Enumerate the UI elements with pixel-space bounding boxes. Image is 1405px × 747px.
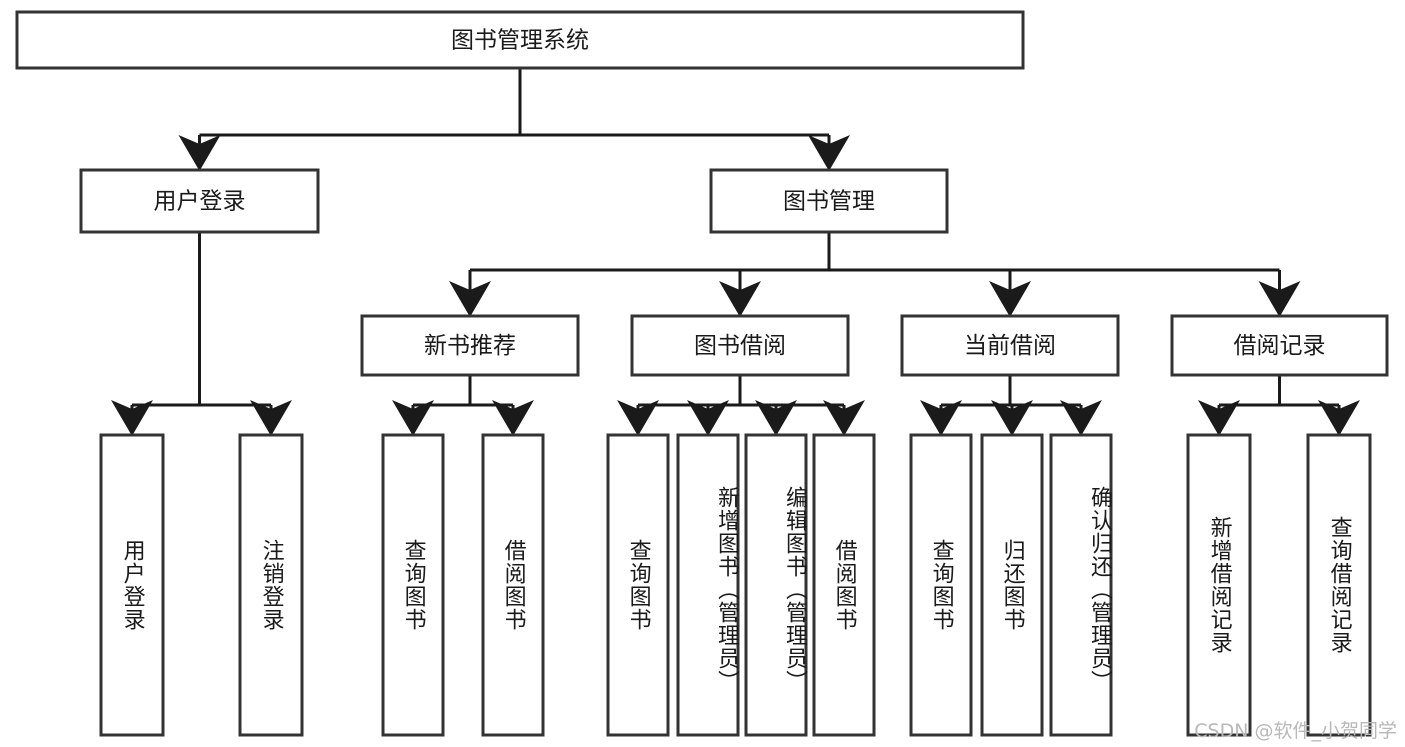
node-leaf-5[interactable] xyxy=(676,433,740,737)
node-level3-1[interactable]: 图书借阅 xyxy=(630,314,850,377)
node-leaf-6-rect xyxy=(744,433,808,737)
node-level2-0[interactable]: 用户登录 xyxy=(79,168,320,234)
node-level3-0-label: 新书推荐 xyxy=(424,333,516,359)
node-leaf-4[interactable] xyxy=(606,433,670,737)
connector-lines xyxy=(111,68,1360,436)
node-root-label: 图书管理系统 xyxy=(451,28,589,54)
watermark-text: CSDN @软件_小贺同学 xyxy=(1194,720,1397,742)
node-leaf-9-rect xyxy=(980,433,1044,737)
node-level3-2-rect xyxy=(900,314,1120,377)
node-level3-3-label: 借阅记录 xyxy=(1234,333,1326,359)
node-level3-3-rect xyxy=(1170,314,1389,377)
node-leaf-7-rect xyxy=(812,433,876,737)
node-leaf-0[interactable] xyxy=(99,433,165,737)
node-leaf-1-rect xyxy=(238,433,304,737)
node-leaf-8[interactable] xyxy=(909,433,973,737)
node-level3-1-rect xyxy=(630,314,850,377)
node-leaf-10-rect xyxy=(1049,433,1113,737)
node-root-rect xyxy=(15,10,1025,70)
node-level2-1[interactable]: 图书管理 xyxy=(709,168,949,234)
node-level3-1-label: 图书借阅 xyxy=(694,333,786,359)
node-level3-3[interactable]: 借阅记录 xyxy=(1170,314,1389,377)
node-root[interactable]: 图书管理系统 xyxy=(15,10,1025,70)
node-leaf-5-rect xyxy=(676,433,740,737)
node-leaf-12[interactable] xyxy=(1306,433,1372,737)
node-leaf-1[interactable] xyxy=(238,433,304,737)
node-leaf-2-rect xyxy=(381,433,445,737)
node-leaf-8-rect xyxy=(909,433,973,737)
node-leaf-9[interactable] xyxy=(980,433,1044,737)
node-leaf-0-rect xyxy=(99,433,165,737)
node-level3-0-rect xyxy=(360,314,580,377)
node-leaf-7[interactable] xyxy=(812,433,876,737)
node-leaf-2[interactable] xyxy=(381,433,445,737)
node-level2-1-label: 图书管理 xyxy=(783,189,875,215)
node-leaf-6[interactable] xyxy=(744,433,808,737)
node-leaf-12-rect xyxy=(1306,433,1372,737)
node-leaf-11-rect xyxy=(1186,433,1252,737)
node-leaf-3[interactable] xyxy=(481,433,545,737)
node-leaf-3-rect xyxy=(481,433,545,737)
node-level3-2[interactable]: 当前借阅 xyxy=(900,314,1120,377)
node-level2-0-label: 用户登录 xyxy=(154,189,246,215)
node-level3-2-label: 当前借阅 xyxy=(964,333,1056,359)
node-level3-0[interactable]: 新书推荐 xyxy=(360,314,580,377)
node-level2-1-rect xyxy=(709,168,949,234)
node-leaf-10[interactable] xyxy=(1049,433,1113,737)
node-level2-0-rect xyxy=(79,168,320,234)
node-leaf-11[interactable] xyxy=(1186,433,1252,737)
node-leaf-4-rect xyxy=(606,433,670,737)
